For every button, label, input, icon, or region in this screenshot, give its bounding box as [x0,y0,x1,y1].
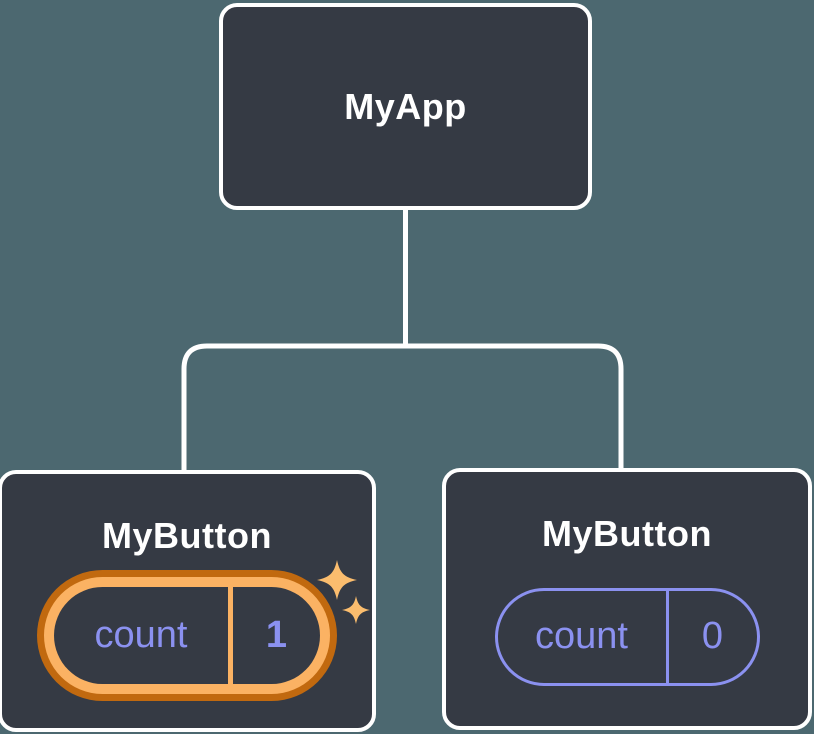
state-key-label: count [94,613,188,656]
child-node-mybutton-right: MyButton count 0 [442,468,812,730]
state-pill-highlight-ring: count 1 [44,576,330,694]
state-pill-plain: count 0 [494,587,760,686]
state-pill-highlighted: count 1 [37,569,337,701]
state-pill-divider [665,590,669,683]
root-node-label: MyApp [344,85,467,127]
state-value: 1 [265,613,288,656]
state-pill-body: count 1 [54,586,320,684]
state-key-label: count [535,615,628,658]
state-pill-divider [228,586,233,684]
child-node-mybutton-left: MyButton count 1 [0,470,376,732]
child-node-label: MyButton [102,515,272,556]
root-node-myapp: MyApp [219,3,592,210]
child-node-label: MyButton [542,513,712,554]
connector-branch-bracket [181,343,624,472]
state-value: 0 [701,615,724,658]
